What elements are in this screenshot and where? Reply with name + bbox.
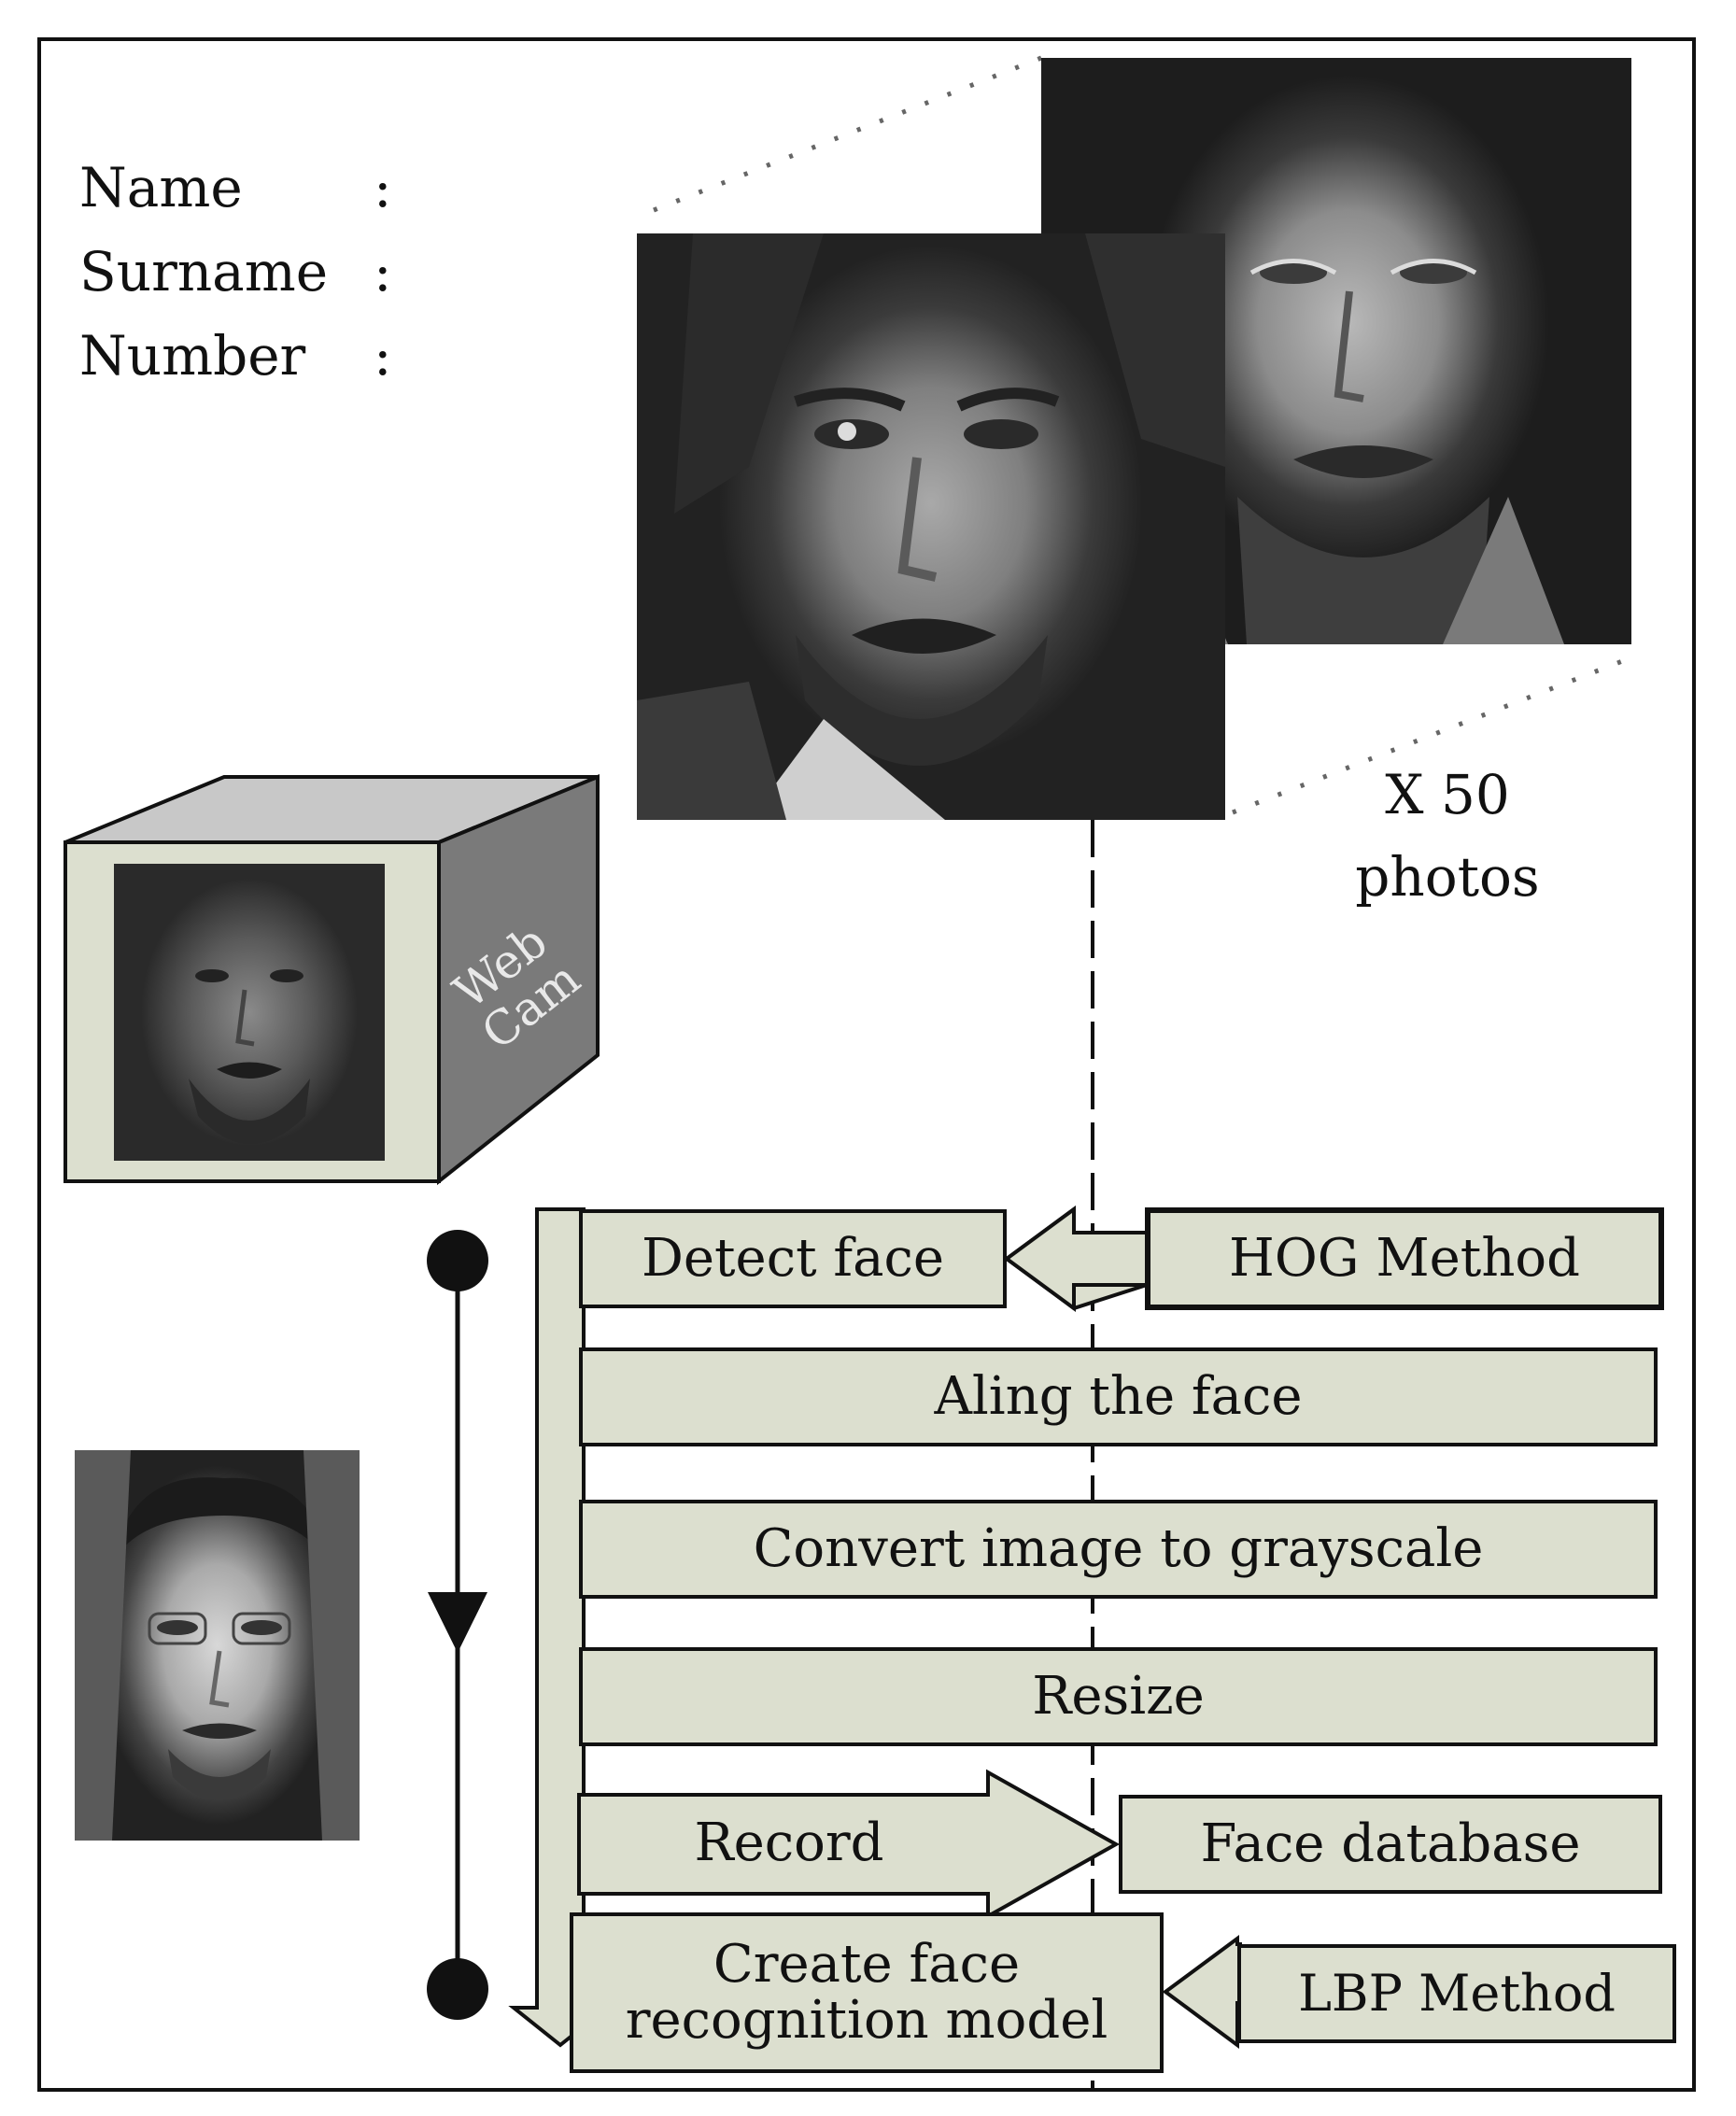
number-colon: : (374, 324, 392, 388)
lbp-method-box: LBP Method (1237, 1944, 1676, 2043)
surname-colon: : (374, 240, 392, 303)
photo-count-value: X 50 (1385, 763, 1510, 826)
face-database-box: Face database (1119, 1795, 1662, 1894)
detect-face-box: Detect face (579, 1209, 1007, 1308)
record-label: Record (694, 1813, 884, 1873)
photo-count-unit: photos (1355, 845, 1540, 909)
align-face-box: Aling the face (579, 1347, 1658, 1446)
hog-method-box: HOG Method (1147, 1209, 1662, 1308)
name-label: Name (79, 156, 243, 219)
timeline-start-dot (427, 1230, 488, 1291)
name-colon: : (374, 156, 392, 219)
number-label: Number (79, 324, 306, 388)
timeline-end-dot (427, 1958, 488, 2020)
timeline-arrowhead (428, 1592, 487, 1653)
diagram-frame (37, 37, 1696, 2092)
create-model-line1: Create face (713, 1933, 1021, 1995)
enrolled-person-photo (75, 1450, 360, 1841)
webcam-face-preview (114, 864, 385, 1161)
grayscale-box: Convert image to grayscale (579, 1500, 1658, 1599)
surname-label: Surname (79, 240, 329, 303)
create-model-box: Create face recognition model (570, 1912, 1164, 2073)
resize-box: Resize (579, 1647, 1658, 1746)
create-model-line2: recognition model (625, 1990, 1108, 2051)
sample-face-photo-front (637, 233, 1225, 820)
